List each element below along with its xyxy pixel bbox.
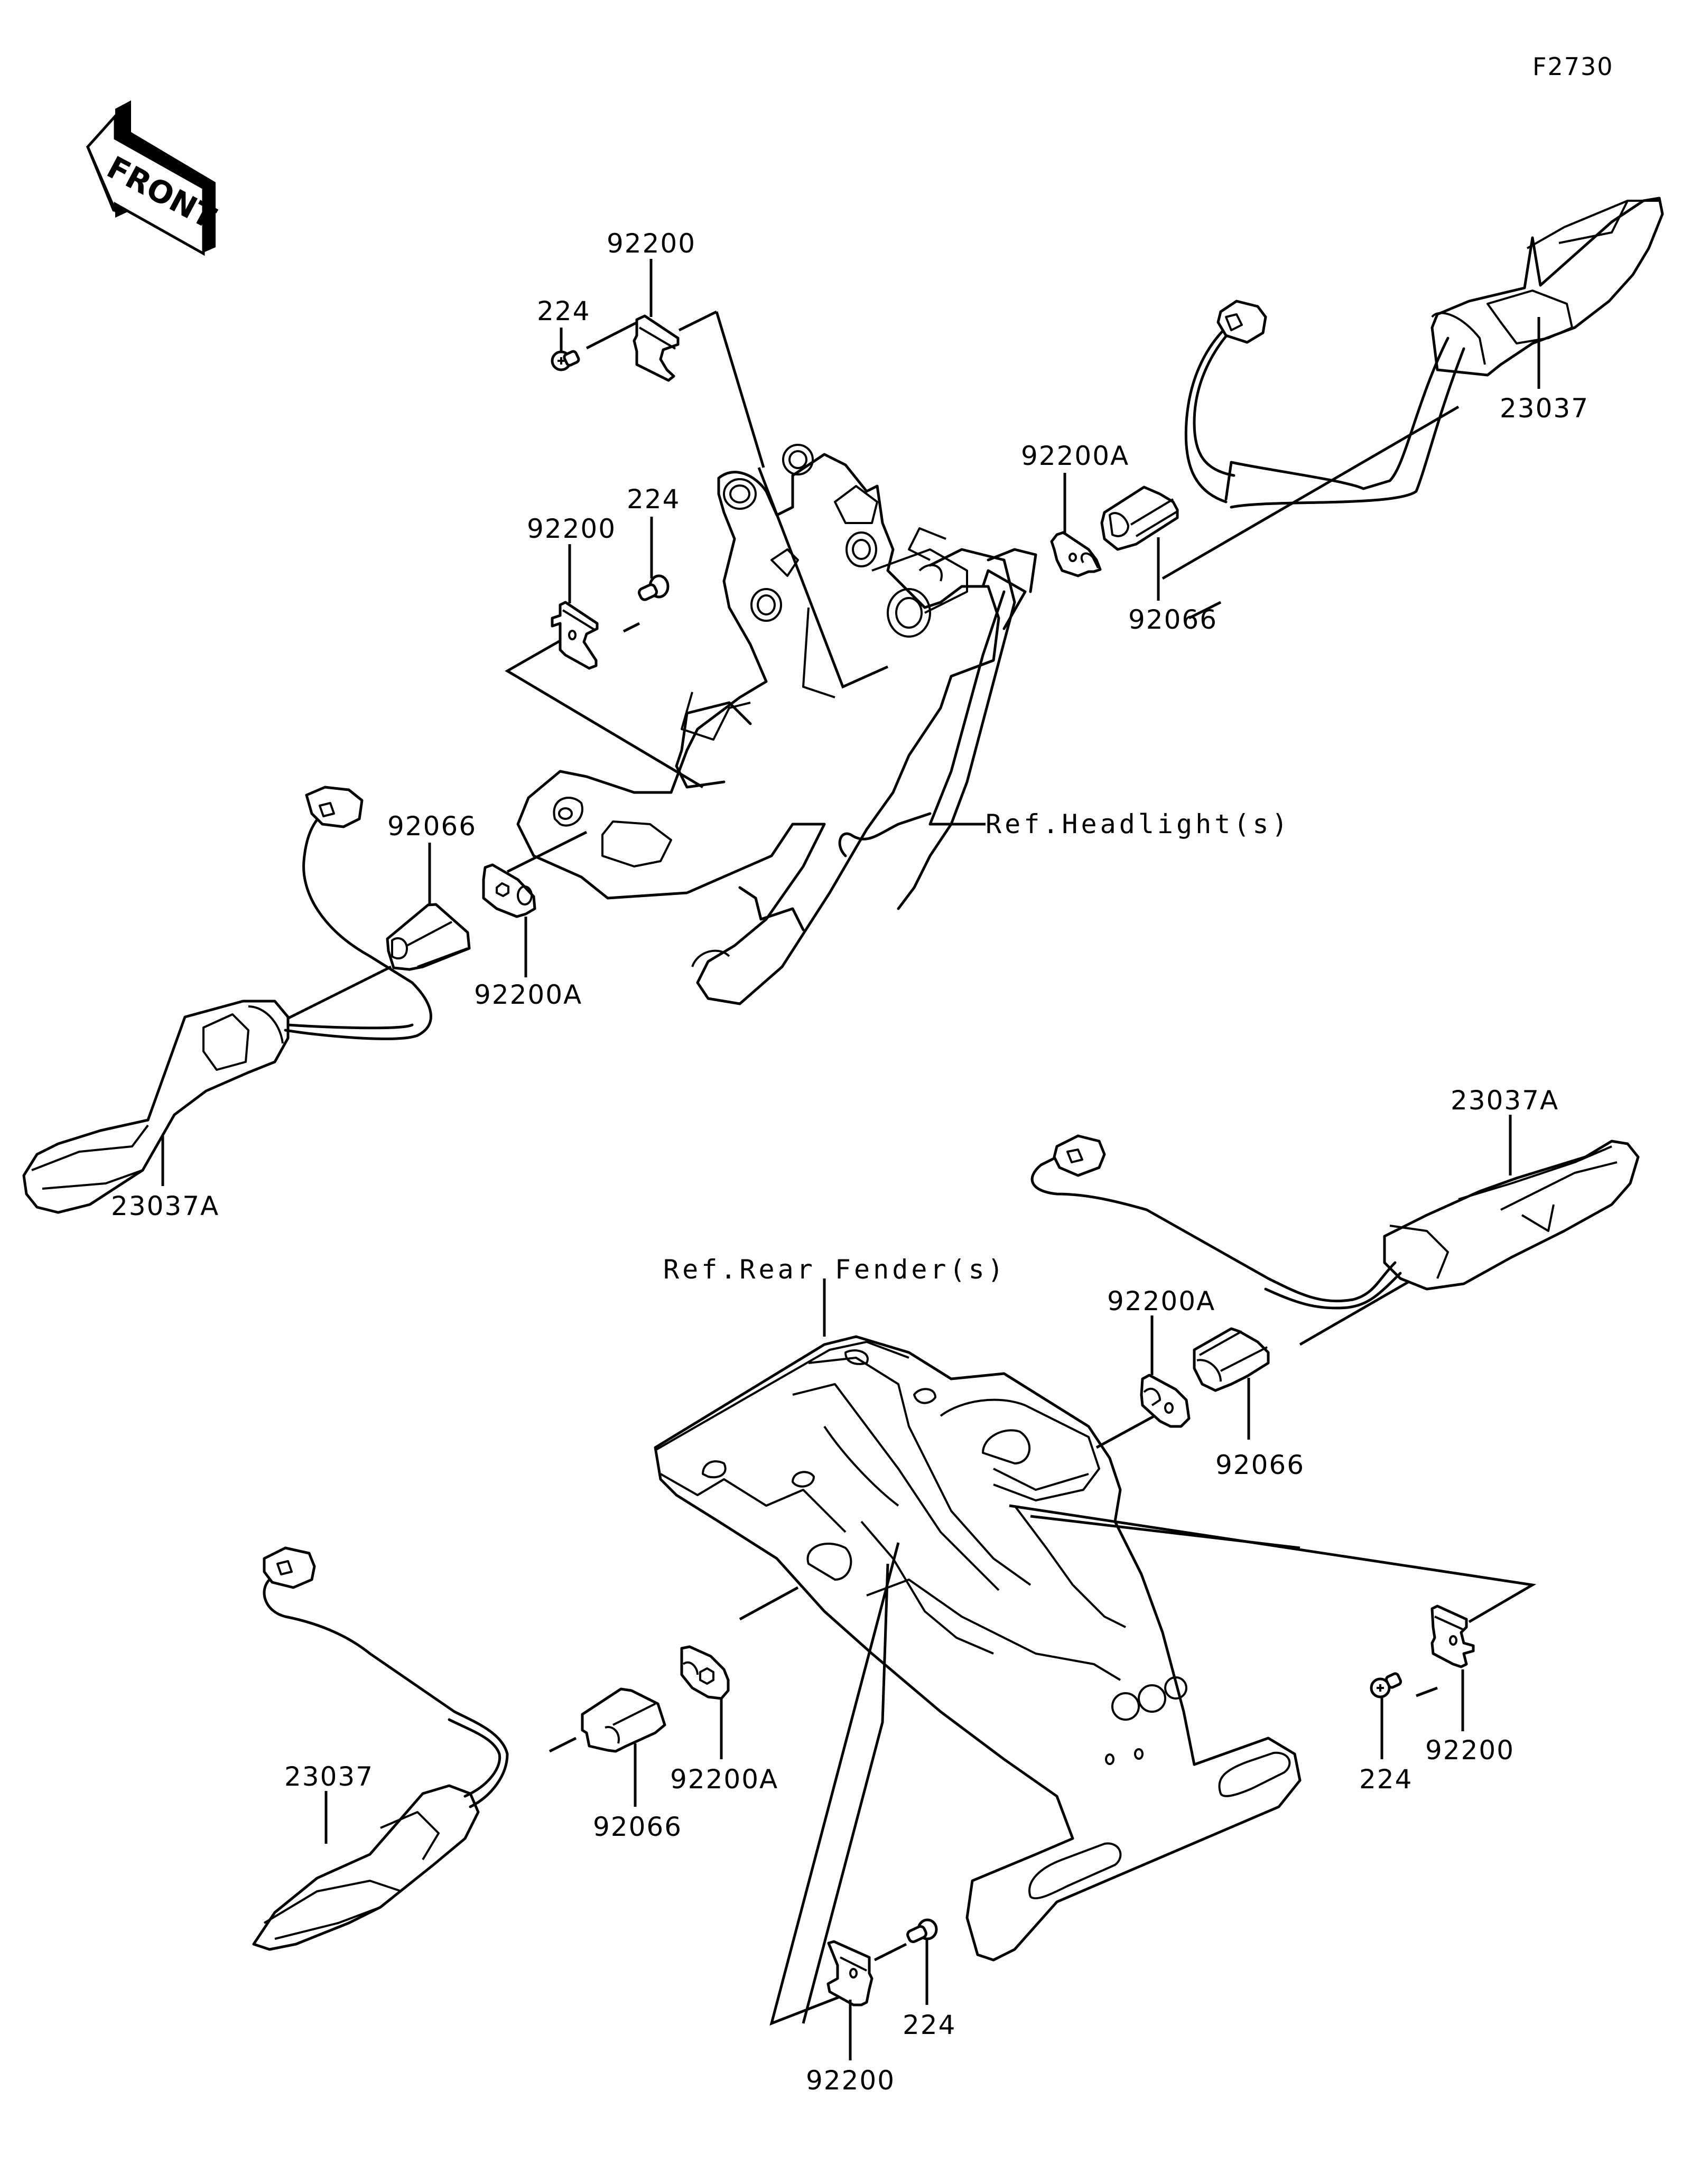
callout-92200A-front-left: 92200A — [474, 979, 582, 1010]
figure-code: F2730 — [1532, 52, 1614, 81]
callout-92200A-front-right: 92200A — [1021, 441, 1129, 471]
callout-23037-front-right: 23037 — [1500, 393, 1589, 424]
connector-92066-rear-left — [581, 1687, 666, 1753]
clamp-92200-top — [633, 314, 680, 382]
callout-92200-top: 92200 — [607, 228, 696, 259]
bolt-224-mid — [637, 574, 670, 601]
callout-23037A-front-left: 23037A — [111, 1191, 219, 1221]
bolt-224-rear-right — [1370, 1672, 1402, 1698]
callout-224-rear-bottom: 224 — [903, 2010, 956, 2040]
callout-92066-front-left: 92066 — [387, 811, 477, 842]
callout-92200-mid: 92200 — [527, 514, 616, 544]
plate-92200A-front-right — [1050, 531, 1102, 577]
connector-92066-rear-right — [1193, 1327, 1270, 1392]
clamp-92200-rear-bottom — [826, 1940, 874, 2006]
bolt-224-rear-bottom — [906, 1918, 938, 1944]
bolt-224-top — [551, 350, 580, 371]
signal-23037-front-right — [1184, 197, 1664, 509]
plate-92200A-front-left — [482, 863, 536, 918]
callout-92200-rear-bottom: 92200 — [806, 2065, 895, 2096]
connector-92066-front-left — [386, 903, 471, 971]
callout-23037-rear-left: 23037 — [284, 1761, 374, 1792]
signal-23037-rear-left — [252, 1546, 509, 1951]
front-arrow-icon: FRONT — [86, 100, 221, 256]
rear-fender — [654, 1335, 1302, 1962]
ref-rear-fender-label: Ref.Rear Fender(s) — [663, 1254, 1007, 1285]
clamp-92200-rear-right — [1430, 1604, 1475, 1668]
ref-headlight-label: Ref.Headlight(s) — [986, 809, 1291, 839]
plate-92200A-rear-left — [680, 1645, 730, 1700]
front-bracket — [516, 444, 1037, 1005]
callout-92066-rear-left: 92066 — [593, 1812, 682, 1842]
callout-92200-rear-right: 92200 — [1425, 1735, 1515, 1766]
callout-92200A-rear-right: 92200A — [1107, 1286, 1215, 1317]
connector-92066-front-right — [1100, 486, 1179, 551]
callout-23037A-rear-right: 23037A — [1451, 1085, 1559, 1116]
plate-92200A-rear-right — [1140, 1374, 1191, 1428]
callout-224-mid: 224 — [627, 484, 680, 515]
callout-224-rear-right: 224 — [1359, 1764, 1413, 1795]
signal-23037A-front-left — [22, 786, 432, 1214]
callout-92200A-rear-left: 92200A — [670, 1764, 778, 1795]
signal-23037A-rear-right — [1030, 1134, 1640, 1310]
assembly-lines-front — [279, 310, 1460, 1024]
clamp-92200-mid — [551, 601, 599, 670]
callout-224-top: 224 — [537, 296, 590, 326]
callout-92066-front-right: 92066 — [1128, 604, 1218, 635]
callout-92066-rear-right: 92066 — [1215, 1450, 1305, 1480]
